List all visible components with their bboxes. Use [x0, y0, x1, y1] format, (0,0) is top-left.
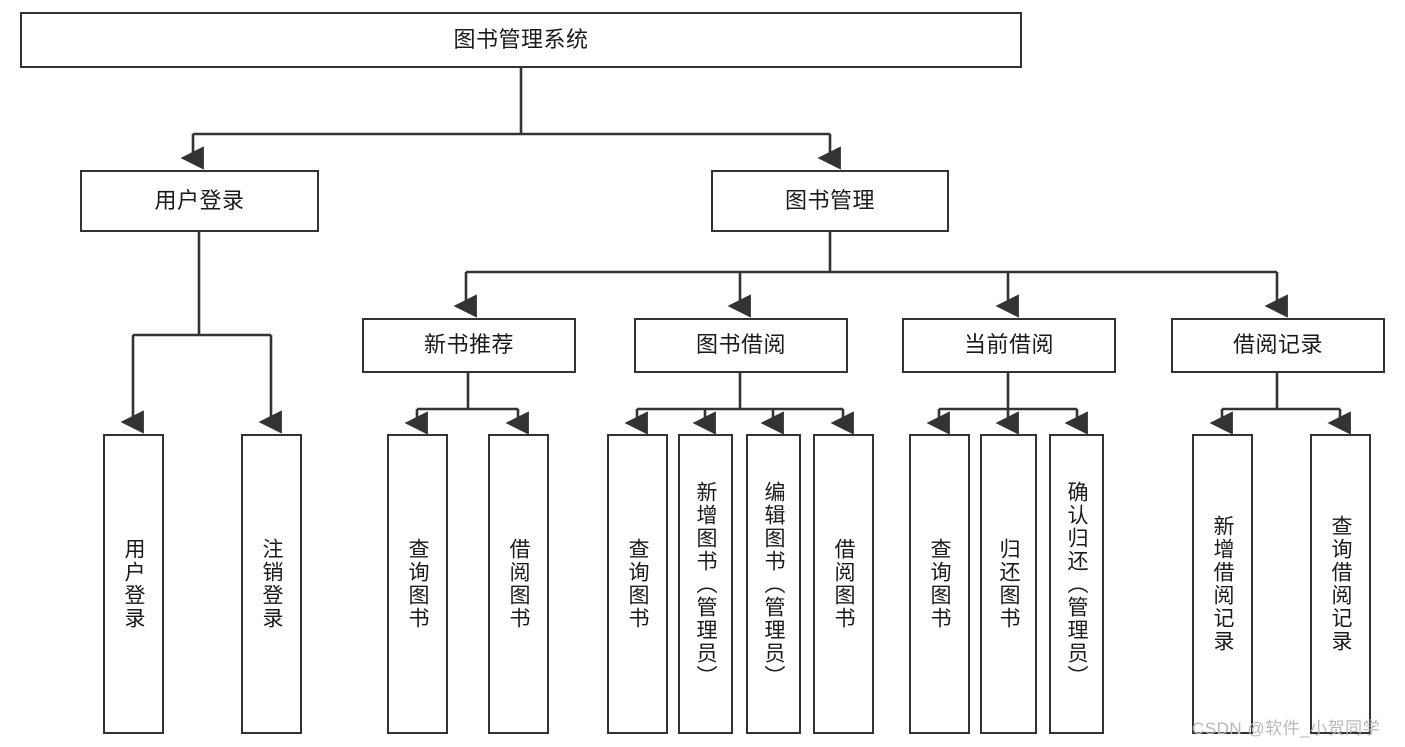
node-borrow-records-label: 借阅记录 [1232, 332, 1323, 358]
leaf-records-add[interactable]: 新增借阅记录 [1192, 434, 1253, 734]
leaf-borrow-edit-book[interactable]: 编辑图书（管理员） [746, 434, 801, 734]
leaf-new-book-borrow-label: 借阅图书 [507, 538, 530, 630]
leaf-user-login-signout-label: 注销登录 [260, 538, 283, 630]
node-current-borrow-label: 当前借阅 [963, 332, 1054, 358]
node-book-borrow-label: 图书借阅 [695, 332, 786, 358]
node-new-book-recommend[interactable]: 新书推荐 [362, 318, 576, 373]
leaf-user-login-signin-label: 用户登录 [122, 538, 145, 630]
leaf-borrow-add-book-label: 新增图书（管理员） [694, 480, 717, 688]
node-book-management-label: 图书管理 [784, 187, 875, 213]
leaf-new-book-query[interactable]: 查询图书 [387, 434, 448, 734]
node-user-login[interactable]: 用户登录 [80, 170, 319, 232]
node-borrow-records[interactable]: 借阅记录 [1171, 318, 1385, 373]
leaf-borrow-add-book[interactable]: 新增图书（管理员） [678, 434, 733, 734]
leaf-user-login-signin[interactable]: 用户登录 [103, 434, 164, 734]
leaf-current-query-book[interactable]: 查询图书 [909, 434, 970, 734]
leaf-current-query-book-label: 查询图书 [928, 538, 951, 630]
node-book-management[interactable]: 图书管理 [711, 170, 949, 232]
node-current-borrow[interactable]: 当前借阅 [902, 318, 1116, 373]
leaf-borrow-query-book[interactable]: 查询图书 [607, 434, 668, 734]
leaf-records-query-label: 查询借阅记录 [1329, 515, 1352, 653]
leaf-current-confirm-return-label: 确认归还（管理员） [1065, 480, 1088, 688]
leaf-new-book-borrow[interactable]: 借阅图书 [488, 434, 549, 734]
leaf-new-book-query-label: 查询图书 [406, 538, 429, 630]
csdn-watermark: CSDN @软件_小贺同学 [1192, 719, 1381, 738]
node-root-label: 图书管理系统 [453, 26, 589, 52]
leaf-borrow-borrow-book-label: 借阅图书 [832, 538, 855, 630]
leaf-current-confirm-return[interactable]: 确认归还（管理员） [1049, 434, 1104, 734]
leaf-records-query[interactable]: 查询借阅记录 [1310, 434, 1371, 734]
node-root[interactable]: 图书管理系统 [20, 12, 1022, 68]
leaf-borrow-borrow-book[interactable]: 借阅图书 [813, 434, 874, 734]
leaf-current-return-book[interactable]: 归还图书 [980, 434, 1037, 734]
leaf-user-login-signout[interactable]: 注销登录 [241, 434, 302, 734]
leaf-borrow-query-book-label: 查询图书 [626, 538, 649, 630]
node-new-book-recommend-label: 新书推荐 [423, 332, 514, 358]
leaf-records-add-label: 新增借阅记录 [1211, 515, 1234, 653]
node-book-borrow[interactable]: 图书借阅 [634, 318, 848, 373]
leaf-current-return-book-label: 归还图书 [997, 538, 1020, 630]
node-user-login-label: 用户登录 [154, 187, 245, 213]
leaf-borrow-edit-book-label: 编辑图书（管理员） [762, 480, 785, 688]
